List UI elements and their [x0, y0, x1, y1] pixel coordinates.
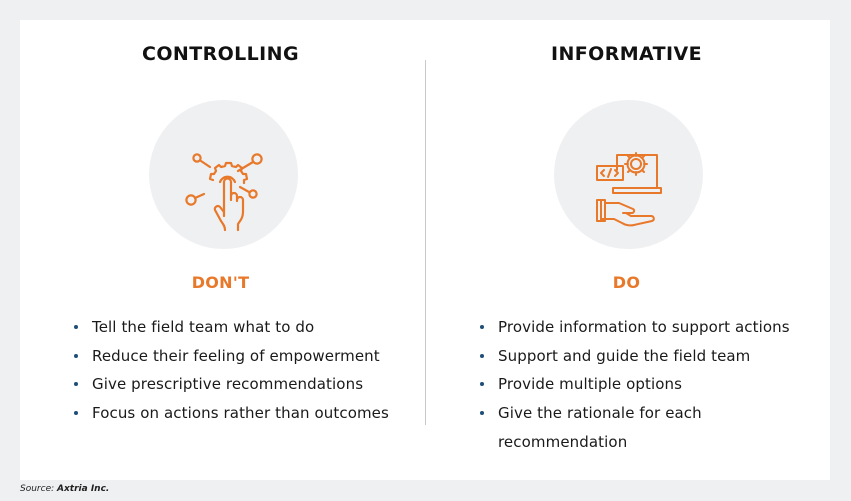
list-item: Give the rationale for each recommendati… — [478, 399, 798, 456]
controlling-icon-circle — [149, 100, 298, 249]
controlling-title: CONTROLLING — [142, 43, 299, 65]
source-label: Source: — [20, 484, 55, 494]
comparison-card: CONTROLLING — [20, 20, 830, 480]
list-item: Focus on actions rather than outcomes — [72, 399, 417, 428]
column-divider — [425, 60, 426, 425]
bullet-icon — [74, 325, 78, 329]
bullet-icon — [480, 353, 484, 358]
bullet-icon — [480, 411, 484, 416]
touch-network-gear-icon — [185, 153, 263, 232]
bullet-icon — [74, 382, 78, 387]
bullet-icon — [480, 382, 484, 387]
list-item: Support and guide the field team — [478, 342, 798, 371]
dont-list: Tell the field team what to do Reduce th… — [72, 313, 417, 428]
hand-laptop-code-gear-icon — [596, 152, 662, 227]
informative-column: INFORMATIVE — [425, 20, 830, 480]
dont-label: DON'T — [191, 273, 250, 292]
do-list: Provide information to support actions S… — [478, 313, 798, 457]
list-item: Give prescriptive recommendations — [72, 370, 417, 399]
bullet-icon — [74, 411, 78, 416]
source-value: Axtria Inc. — [57, 484, 110, 494]
informative-title: INFORMATIVE — [551, 43, 702, 65]
source-caption: Source: Axtria Inc. — [20, 484, 109, 494]
list-item: Provide multiple options — [478, 370, 798, 399]
bullet-icon — [480, 325, 484, 329]
informative-icon-circle — [554, 100, 703, 249]
controlling-column: CONTROLLING — [20, 20, 425, 480]
list-item: Tell the field team what to do — [72, 313, 417, 342]
list-item: Provide information to support actions — [478, 313, 798, 342]
list-item: Reduce their feeling of empowerment — [72, 342, 417, 371]
bullet-icon — [74, 353, 78, 358]
do-label: DO — [612, 273, 641, 292]
